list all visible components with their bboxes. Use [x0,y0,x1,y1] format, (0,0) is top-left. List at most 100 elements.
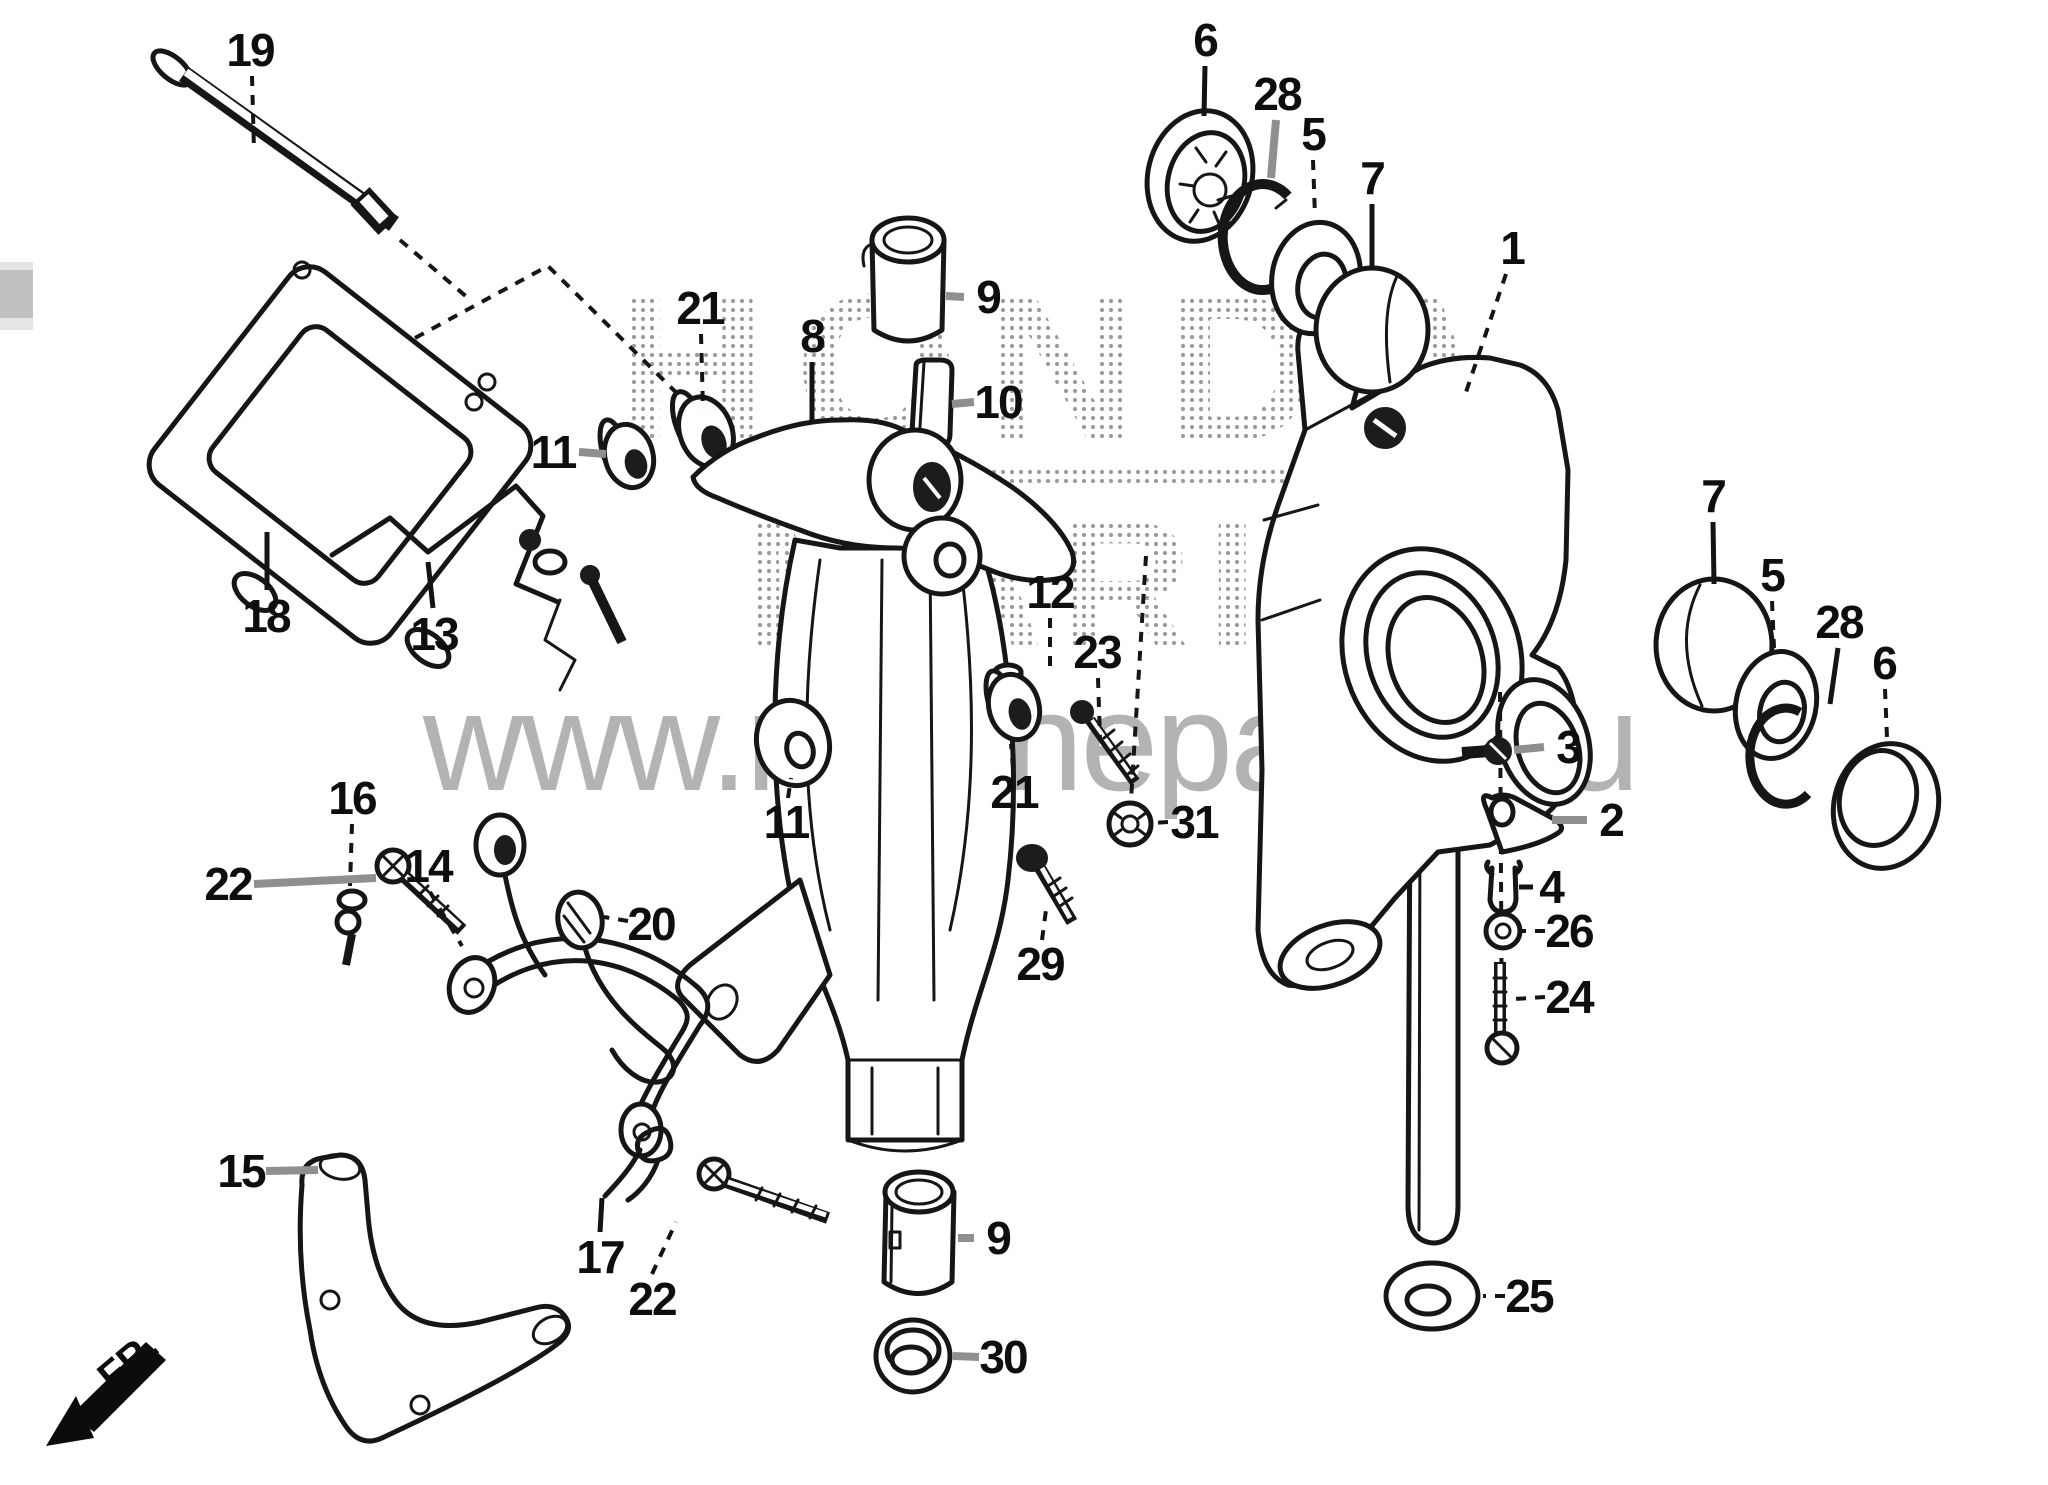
leader-line-29 [1040,909,1048,941]
part-6-spline-cap-upper [1144,108,1256,244]
callout-9: 9 [976,271,1000,323]
callout-8: 8 [800,310,825,362]
part-31-nut [1106,800,1154,848]
callout-28: 28 [1253,68,1302,120]
callout-23: 23 [1073,626,1121,678]
leader-line-21 [699,333,705,411]
leader-line-22 [650,1221,678,1275]
callout-6: 6 [1872,637,1896,689]
leader-line-10 [951,398,975,408]
part-26-washer [1483,911,1523,951]
part-24-screw [1484,962,1520,1066]
leader-line-30 [952,1352,980,1361]
part-9-bushing-lower [881,1169,957,1296]
leader-line-13 [425,561,436,609]
callout-14: 14 [404,840,454,892]
callout-18: 18 [242,590,291,642]
callout-7: 7 [1701,470,1725,522]
part-29-bolt [1016,844,1078,926]
part-steering-shaft [1405,797,1461,1246]
callout-11: 11 [764,796,810,848]
leader-line-24 [1514,995,1546,1001]
part-13-joint-rod [329,483,627,692]
callout-1: 1 [1500,222,1525,274]
fr-arrow-shaft-icon [72,1342,166,1432]
callout-7: 7 [1360,152,1384,204]
callout-6: 6 [1193,14,1217,66]
callout-19: 19 [226,24,274,76]
callout-4: 4 [1539,861,1565,913]
part-18-bracket-frame [146,260,534,669]
part-2-lever [1481,792,1564,855]
leader-line-9 [945,292,965,301]
part-6-cap-right [1830,741,1942,871]
callout-30: 30 [979,1331,1027,1383]
leader-line-15 [265,1166,319,1175]
callout-28: 28 [1815,596,1864,648]
part-21-bushing-lower [983,668,1043,743]
part-19-lock-bolt [150,48,470,300]
callout-16: 16 [328,772,376,824]
leader-line-19 [250,75,256,151]
part-11-washer-lower [753,697,833,789]
page-edge-artifact [0,262,33,330]
leader-line-6 [1201,65,1208,117]
part-30-grommet-ring [873,1317,953,1395]
part-15-guard-plate [297,1152,571,1444]
callout-9: 9 [986,1212,1010,1264]
callout-2: 2 [1599,794,1623,846]
part-9-bushing-upper [861,215,947,344]
assembly-leader-v [414,263,702,418]
leader-line-21 [1009,743,1015,769]
leader-line-11 [578,448,607,458]
callout-12: 12 [1026,566,1074,618]
callout-22: 22 [204,858,252,910]
leader-line-3 [1513,743,1545,754]
leader-line-6 [1883,688,1889,739]
callout-25: 25 [1505,1270,1554,1322]
part-22-bolt-upper [374,847,467,935]
part-22-bolt-lower [696,1156,830,1224]
callout-20: 20 [627,898,675,950]
leader-line-20 [603,915,629,923]
fr-direction-indicator: FR. [46,1324,167,1446]
callout-24: 24 [1545,971,1595,1023]
leader-line-17 [597,1197,605,1233]
callout-10: 10 [974,376,1022,428]
callout-31: 31 [1170,796,1219,848]
callout-21: 21 [990,766,1039,818]
part-14-stay-band [446,935,711,1159]
part-17-spring-clip [602,1125,674,1203]
callout-29: 29 [1016,938,1064,990]
callout-17: 17 [576,1231,624,1283]
part-4-clip [1484,859,1523,915]
callout-11: 11 [531,426,577,478]
callout-13: 13 [410,608,458,660]
part-7-rubber-cap-upper [1313,265,1431,395]
callout-26: 26 [1545,905,1593,957]
leader-line-7 [1710,521,1717,585]
callout-5: 5 [1301,108,1326,160]
callout-3: 3 [1556,721,1580,773]
leader-casting-to-nut [1129,555,1148,801]
callout-5: 5 [1760,549,1785,601]
leader-line-1 [1462,273,1508,399]
leader-line-22 [253,874,377,888]
part-3-screw [1461,737,1512,765]
part-23-bolt [1070,700,1140,786]
leader-line-5 [1311,159,1317,217]
leader-line-28 [1827,647,1841,705]
fr-arrowhead-icon [46,1396,94,1446]
leader-line-11 [786,777,793,799]
leader-line-5 [1770,600,1776,649]
callout-21: 21 [676,282,725,334]
leader-line-28 [1267,119,1280,179]
part-16-fasteners [334,888,368,966]
part-20-harness [473,812,676,1085]
part-28-circlip-right [1745,703,1812,809]
leader-line-31 [1152,820,1169,825]
part-25-washer [1383,1260,1481,1332]
